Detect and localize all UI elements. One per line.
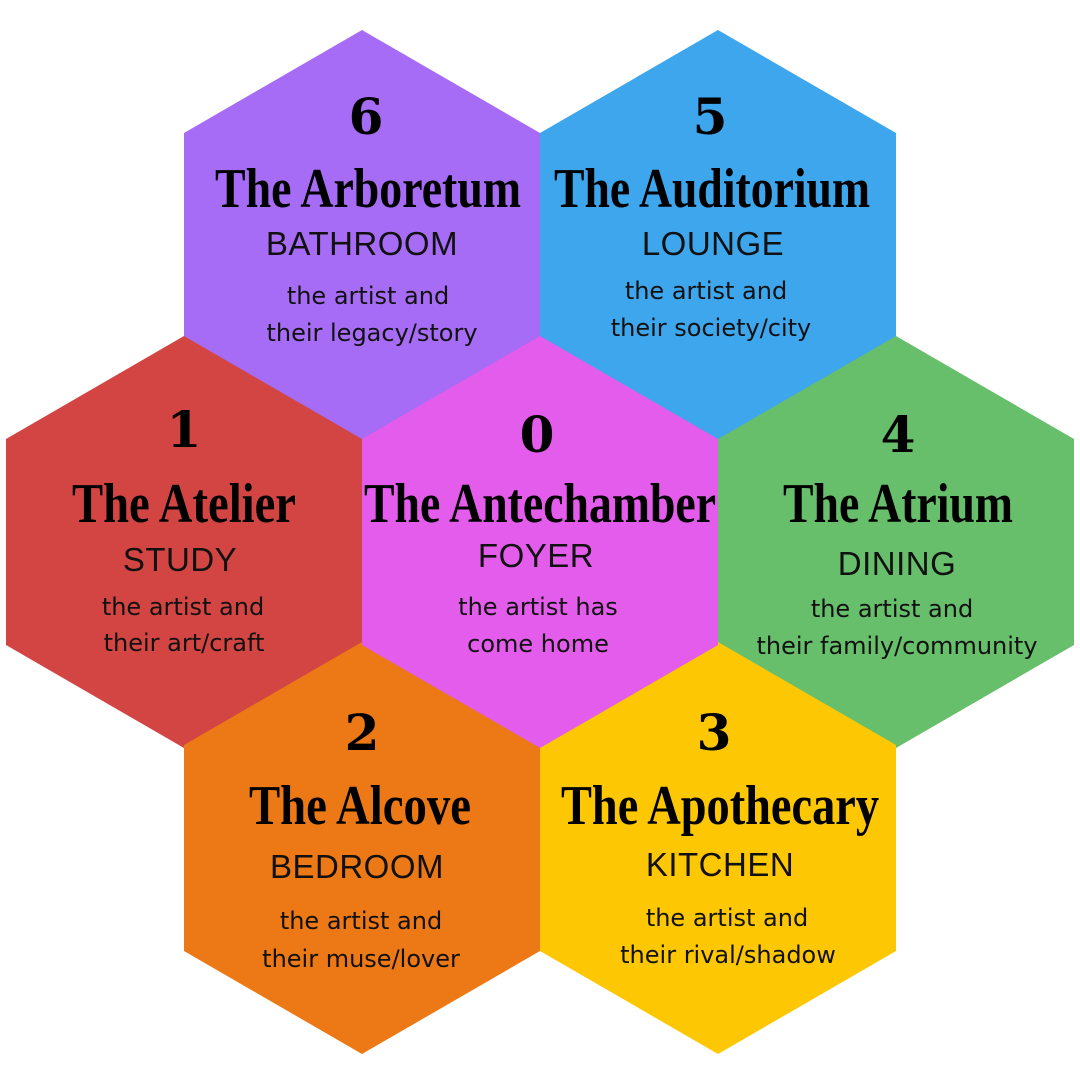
cell-number: 0 — [520, 405, 555, 464]
cell-description-line: their family/community — [756, 632, 1037, 660]
cell-alcove: 2 The Alcove BEDROOM the artist and thei… — [249, 703, 471, 973]
hex-atelier — [6, 336, 362, 748]
cell-description-line: come home — [467, 630, 609, 658]
hex-antechamber — [362, 336, 718, 748]
cell-room: BEDROOM — [270, 848, 444, 885]
cell-title: The Atrium — [783, 473, 1013, 535]
cell-room: STUDY — [123, 541, 237, 578]
cell-description-line: the artist and — [646, 904, 808, 932]
cell-title: The Alcove — [249, 775, 471, 837]
cell-atelier: 1 The Atelier STUDY the artist and their… — [72, 400, 296, 657]
cell-number: 3 — [697, 703, 732, 762]
cell-number: 1 — [167, 400, 202, 459]
cell-title: The Apothecary — [561, 775, 879, 837]
cell-description-line: the artist and — [811, 595, 973, 623]
cell-description-line: their muse/lover — [262, 945, 460, 973]
cell-arboretum: 6 The Arboretum BATHROOM the artist and … — [215, 87, 521, 347]
hex-apothecary — [540, 642, 896, 1054]
cell-title: The Arboretum — [215, 158, 521, 220]
cell-description-line: the artist and — [280, 907, 442, 935]
cell-atrium: 4 The Atrium DINING the artist and their… — [756, 405, 1037, 660]
cell-description-line: their rival/shadow — [620, 941, 836, 969]
cell-description-line: their society/city — [611, 314, 812, 342]
cell-room: KITCHEN — [646, 846, 794, 883]
cell-description-line: the artist and — [625, 277, 787, 305]
cell-title: The Atelier — [72, 473, 296, 535]
hex-alcove — [184, 642, 540, 1054]
cell-title: The Antechamber — [364, 473, 716, 535]
hex-arboretum — [184, 30, 540, 442]
cell-description-line: the artist has — [458, 593, 618, 621]
hex-auditorium — [540, 30, 896, 442]
cell-number: 2 — [345, 703, 380, 762]
cell-description-line: their art/craft — [104, 629, 265, 657]
cell-description-line: their legacy/story — [266, 319, 477, 347]
cell-room: BATHROOM — [266, 225, 458, 262]
hex-atrium — [718, 336, 1074, 748]
cell-room: FOYER — [478, 537, 594, 574]
cell-description-line: the artist and — [102, 593, 264, 621]
cell-number: 6 — [349, 87, 384, 146]
cell-auditorium: 5 The Auditorium LOUNGE the artist and t… — [554, 87, 870, 342]
cell-description-line: the artist and — [287, 282, 449, 310]
cell-apothecary: 3 The Apothecary KITCHEN the artist and … — [561, 703, 879, 969]
cell-room: DINING — [838, 545, 957, 582]
cell-title: The Auditorium — [554, 158, 870, 220]
cell-number: 4 — [881, 405, 916, 464]
cell-room: LOUNGE — [642, 225, 784, 262]
cell-number: 5 — [693, 87, 728, 146]
cell-antechamber: 0 The Antechamber FOYER the artist has c… — [364, 405, 716, 658]
